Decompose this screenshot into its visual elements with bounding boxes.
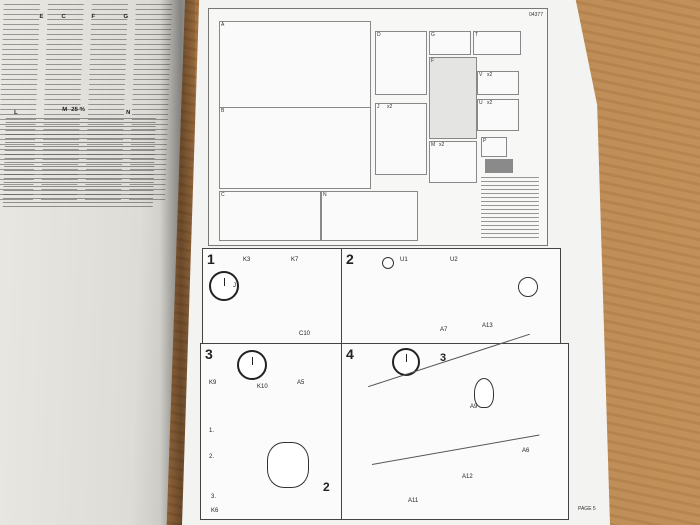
frame-label: J bbox=[377, 104, 380, 110]
sprue-frame-p bbox=[481, 137, 507, 157]
step-4-panel: 4 3 A9 A6 A11 A12 bbox=[341, 333, 569, 520]
part-label: A12 bbox=[462, 474, 473, 480]
part-label: A7 bbox=[440, 327, 448, 333]
part-label: K6 bbox=[211, 508, 219, 514]
sprue-frame-u bbox=[477, 99, 519, 131]
frame-label: A bbox=[221, 22, 225, 28]
section-letter: M bbox=[62, 107, 68, 113]
frame-label: B bbox=[221, 108, 225, 114]
step-number: 3 bbox=[205, 346, 213, 362]
glue-icon bbox=[382, 257, 394, 269]
part-label: A9 bbox=[470, 404, 478, 410]
sprue-frame-b bbox=[219, 107, 371, 189]
step-1-panel: 1 K3 K7 J C10 bbox=[202, 248, 344, 345]
left-text-lines bbox=[2, 118, 156, 208]
step-3-panel: 3 K9 K10 A5 1. 2. 3. K6 bbox=[200, 343, 344, 520]
legend-text bbox=[481, 177, 539, 239]
part-label: K10 bbox=[257, 384, 268, 390]
sprue-frame-c bbox=[219, 191, 321, 241]
part-label: A5 bbox=[297, 380, 305, 386]
doc-code: 04377 bbox=[529, 12, 543, 18]
part-label: U1 bbox=[400, 257, 408, 263]
frame-label: P bbox=[483, 138, 487, 144]
frame-label: G bbox=[431, 32, 435, 38]
part-label: A13 bbox=[482, 323, 493, 329]
sprue-frame-a bbox=[219, 21, 371, 111]
sprue-frame-n bbox=[321, 191, 418, 241]
left-page: C F G E 25 % L M N bbox=[0, 0, 185, 525]
step-number: 2 bbox=[346, 251, 354, 267]
page-number: PAGE 5 bbox=[578, 506, 596, 512]
parts-sheet: 04377 A B C N D J x2 G T F V x2 U x2 M x… bbox=[208, 8, 548, 246]
part-label: A6 bbox=[522, 448, 530, 454]
bulkhead-part-icon bbox=[267, 442, 309, 488]
clear-parts-swatch bbox=[485, 159, 513, 173]
clock-icon bbox=[392, 348, 420, 376]
lang-letter: E bbox=[39, 14, 44, 20]
frame-label: F bbox=[431, 58, 435, 64]
clock-icon bbox=[237, 350, 267, 380]
frame-label: N bbox=[323, 192, 327, 198]
sprue-frame-t bbox=[473, 31, 521, 55]
sprue-frame-g bbox=[429, 57, 477, 139]
part-label: J bbox=[233, 283, 236, 289]
sprue-frame-d bbox=[375, 31, 427, 95]
percent-label: 25 % bbox=[71, 107, 85, 113]
frame-count: x2 bbox=[487, 100, 493, 106]
frame-label: M bbox=[431, 142, 436, 148]
step-number: 1 bbox=[207, 251, 215, 267]
detail-callout-icon bbox=[518, 277, 538, 297]
lang-letter: C bbox=[61, 14, 66, 20]
sprue-frame-j bbox=[375, 103, 427, 175]
step-number: 4 bbox=[346, 346, 354, 362]
frame-label: D bbox=[377, 32, 381, 38]
canopy-part-icon bbox=[474, 378, 494, 408]
section-letter: L bbox=[13, 110, 18, 116]
sprue-frame-m bbox=[429, 141, 477, 183]
frame-count: x2 bbox=[387, 104, 393, 110]
step-substep: 3. bbox=[211, 494, 217, 500]
frame-label: U bbox=[479, 100, 483, 106]
step-callout-number: 3 bbox=[440, 352, 447, 364]
part-label: U2 bbox=[450, 257, 458, 263]
frame-label: C bbox=[221, 192, 225, 198]
frame-count: x2 bbox=[487, 72, 493, 78]
frame-label: T bbox=[475, 32, 479, 38]
lang-letter: G bbox=[123, 14, 129, 20]
frame-count: x2 bbox=[439, 142, 445, 148]
part-label: K9 bbox=[209, 380, 217, 386]
section-letter: N bbox=[125, 110, 131, 116]
lang-letter: F bbox=[91, 14, 96, 20]
part-label: K3 bbox=[243, 257, 251, 263]
part-label: A11 bbox=[408, 498, 419, 504]
step-2-panel: 2 U1 U2 A7 A13 bbox=[341, 248, 561, 345]
sprue-frame-f bbox=[429, 31, 471, 55]
sprue-frame-v bbox=[477, 71, 519, 95]
step-callout-number: 2 bbox=[323, 480, 330, 494]
step-substep: 1. bbox=[209, 428, 215, 434]
part-label: C10 bbox=[299, 331, 311, 337]
step-substep: 2. bbox=[209, 454, 215, 460]
part-label: K7 bbox=[291, 257, 299, 263]
frame-label: V bbox=[479, 72, 483, 78]
clock-icon bbox=[209, 271, 239, 301]
